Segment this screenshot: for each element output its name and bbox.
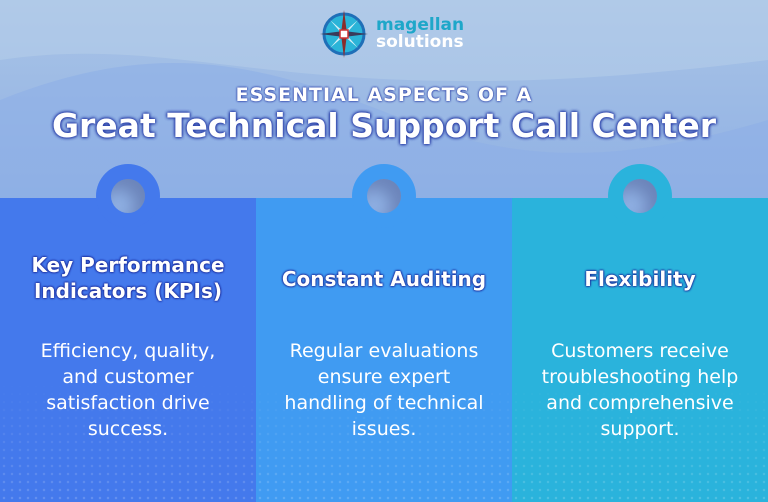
logo-line1: magellan <box>376 15 465 35</box>
card-body: Customers receive troubleshooting help a… <box>541 340 739 440</box>
compass-icon <box>320 10 368 58</box>
card-title: Constant Auditing <box>281 267 487 291</box>
card-auditing: Constant Auditing Regular evaluations en… <box>256 164 512 502</box>
tab-hole <box>111 179 145 213</box>
page-title: Great Technical Support Call Center <box>51 106 717 145</box>
card-body: Efficiency, quality, and customer satisf… <box>40 340 216 440</box>
logo-line2: solutions <box>376 32 464 52</box>
card-body: Regular evaluations ensure expert handli… <box>284 340 484 440</box>
card-title: Flexibility <box>584 267 696 291</box>
card-kpis: Key Performance Indicators (KPIs) Effici… <box>0 164 256 502</box>
subtitle: ESSENTIAL ASPECTS OF A <box>235 84 533 106</box>
card-title: Key Performance Indicators (KPIs) <box>31 253 225 303</box>
tab-hole <box>623 179 657 213</box>
card-flexibility: Flexibility Customers receive troublesho… <box>512 164 768 502</box>
dot-pattern <box>0 382 256 502</box>
tab-hole <box>367 179 401 213</box>
background-wave <box>0 0 768 220</box>
dot-pattern <box>512 382 768 502</box>
dot-pattern <box>256 382 512 502</box>
